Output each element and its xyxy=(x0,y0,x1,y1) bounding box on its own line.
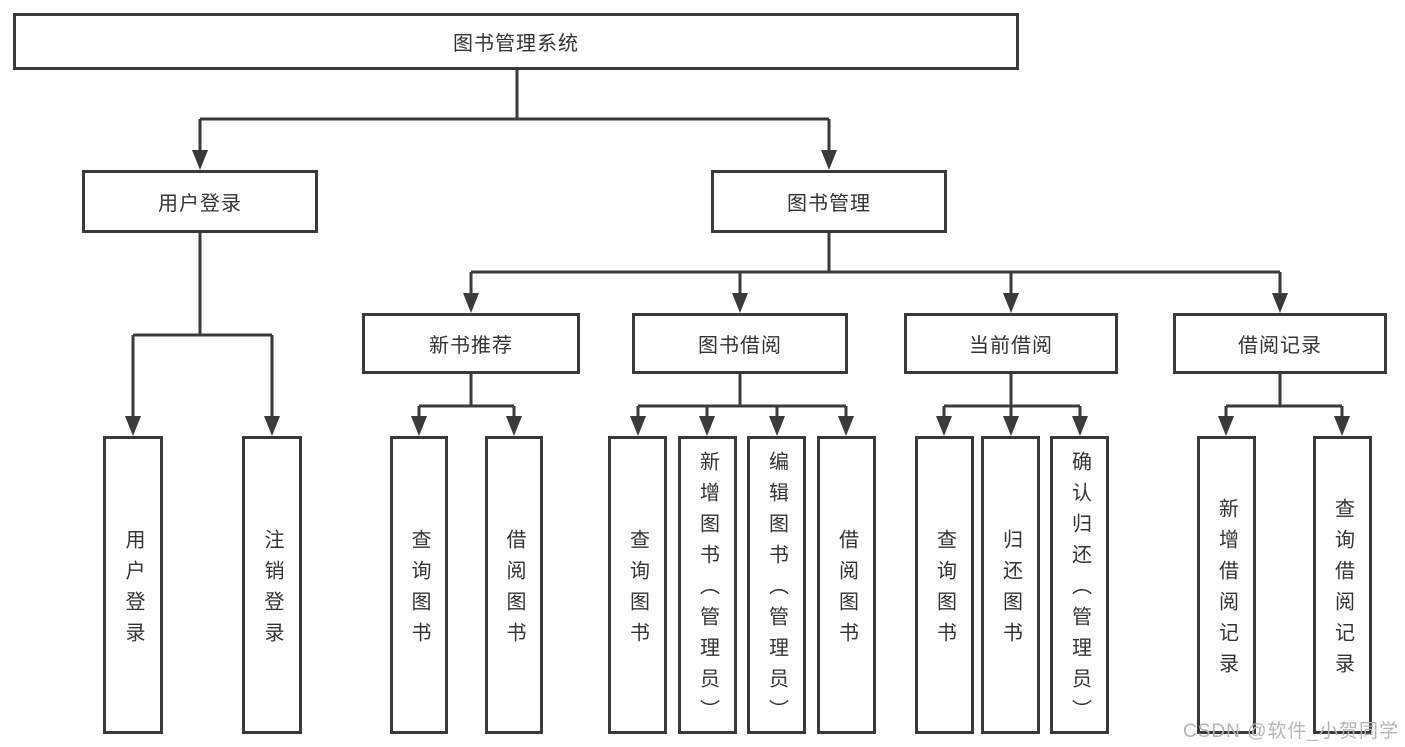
node-borrowing-records: 借阅记录 xyxy=(1173,313,1387,374)
leaf-add-books-admin: 新增图书（管理员） xyxy=(678,436,737,734)
leaf-label: 注销登录 xyxy=(261,528,283,653)
arrow-icon xyxy=(838,416,854,436)
arrow-icon xyxy=(936,416,952,436)
node-root: 图书管理系统 xyxy=(13,13,1019,70)
leaf-logout: 注销登录 xyxy=(242,436,302,734)
arrow-icon xyxy=(1072,416,1088,436)
connector-root-to-level2 xyxy=(198,70,831,152)
connector-borrow-to-leaves xyxy=(636,374,848,418)
leaf-label: 查询图书 xyxy=(408,528,430,653)
arrow-icon xyxy=(1003,293,1019,313)
leaf-user-login: 用户登录 xyxy=(103,436,163,734)
leaf-label: 查询图书 xyxy=(933,528,956,653)
leaf-edit-books-admin: 编辑图书（管理员） xyxy=(747,436,806,734)
arrow-icon xyxy=(1003,416,1019,436)
csdn-watermark: CSDN @软件_小贺同学 xyxy=(1183,721,1399,742)
connector-records-to-leaves xyxy=(1224,374,1344,418)
arrow-icon xyxy=(630,416,646,436)
arrow-icon xyxy=(192,150,208,170)
arrow-icon xyxy=(463,293,479,313)
leaf-label: 新增借阅记录 xyxy=(1215,497,1238,684)
leaf-query-books-borrowing: 查询图书 xyxy=(608,436,667,734)
connector-current-to-leaves xyxy=(942,374,1082,418)
connector-management-to-sections xyxy=(469,233,1282,296)
arrow-icon xyxy=(732,293,748,313)
leaf-query-borrow-record: 查询借阅记录 xyxy=(1313,436,1372,734)
arrow-icon xyxy=(769,416,785,436)
arrowheads xyxy=(125,150,1350,436)
node-book-borrowing: 图书借阅 xyxy=(632,313,848,374)
leaf-label: 新增图书（管理员） xyxy=(696,451,719,730)
leaf-label: 查询图书 xyxy=(626,528,649,653)
leaf-confirm-return-admin: 确认归还（管理员） xyxy=(1050,436,1109,734)
leaf-label: 借阅图书 xyxy=(503,528,525,653)
leaf-borrow-books-recommend: 借阅图书 xyxy=(485,436,543,734)
arrow-icon xyxy=(1272,293,1288,313)
arrow-icon xyxy=(821,150,837,170)
connector-newbook-to-leaves xyxy=(417,374,516,418)
leaf-query-books-recommend: 查询图书 xyxy=(390,436,448,734)
leaf-query-books-current: 查询图书 xyxy=(915,436,974,734)
arrow-icon xyxy=(1218,416,1234,436)
node-book-management: 图书管理 xyxy=(711,170,947,233)
leaf-return-books: 归还图书 xyxy=(981,436,1040,734)
leaf-label: 归还图书 xyxy=(999,528,1022,653)
leaf-label: 编辑图书（管理员） xyxy=(765,451,788,730)
arrow-icon xyxy=(699,416,715,436)
leaf-label: 确认归还（管理员） xyxy=(1068,451,1091,730)
arrow-icon xyxy=(411,416,427,436)
leaf-add-borrow-record: 新增借阅记录 xyxy=(1197,436,1256,734)
node-user-login: 用户登录 xyxy=(82,170,318,233)
arrow-icon xyxy=(264,416,280,436)
leaf-label: 查询借阅记录 xyxy=(1331,497,1354,684)
node-new-book-recommend: 新书推荐 xyxy=(362,313,580,374)
arrow-icon xyxy=(1334,416,1350,436)
leaf-label: 用户登录 xyxy=(122,528,144,653)
arrow-icon xyxy=(125,416,141,436)
connector-login-to-leaves xyxy=(131,233,274,418)
arrow-icon xyxy=(506,416,522,436)
leaf-label: 借阅图书 xyxy=(835,528,858,653)
node-current-borrowing: 当前借阅 xyxy=(904,313,1118,374)
leaf-borrow-books: 借阅图书 xyxy=(817,436,876,734)
